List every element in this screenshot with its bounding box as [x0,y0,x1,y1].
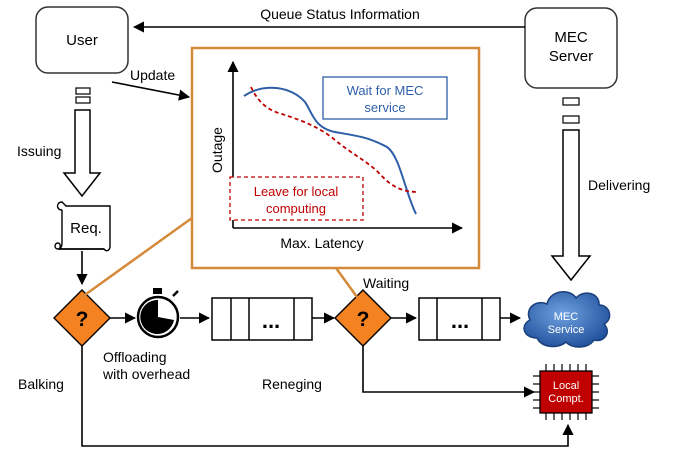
reneging-label: Reneging [262,376,322,392]
decision-1-mark: ? [76,308,89,331]
leave-annotation-1: Leave for local [254,184,339,199]
series-leave-line [250,86,419,193]
wait-annotation-box [322,76,448,120]
leave-annotation-box [229,176,364,221]
offloading-label-2: with overhead [102,366,190,382]
user-label: User [66,32,98,49]
decision-1: ? [53,289,111,347]
offloading-label-1: Offloading [103,349,167,365]
decision-2-mark: ? [357,308,370,331]
delivering-arrow [550,129,592,282]
queue-1-dots: ... [262,308,280,333]
issuing-label: Issuing [17,143,61,159]
reneging-arrow [362,346,536,398]
inset-connector-left [81,216,193,299]
local-compute-label-2: Compt. [548,393,583,405]
queue-2-dots: ... [451,308,469,333]
stopwatch-icon [136,288,180,339]
inset-chart: Max. Latency Outage Wait for MEC service… [190,46,481,270]
inset-y-label: Outage [209,127,225,173]
local-compute-chip: Local Compt. [533,364,599,420]
issuing-arrow [62,109,102,198]
inset-connector-right [334,267,359,298]
mec-service-label-2: Service [548,324,585,336]
balking-label: Balking [18,376,64,392]
waiting-label: Waiting [363,275,409,291]
queue-1: ... [211,297,313,341]
decision-2: ? [334,289,392,347]
queue-status-label: Queue Status Information [260,6,420,22]
local-compute-label-1: Local [553,380,579,392]
mec-server-label-1: MEC [554,29,588,46]
mec-service-cloud: MEC Service [523,291,611,348]
balking-arrow [81,346,574,447]
update-arrow [111,81,191,101]
request-label: Req. [70,220,102,237]
wait-annotation-2: service [364,100,405,115]
mec-service-label-1: MEC [554,311,579,323]
update-label: Update [130,67,175,83]
mec-server-node: MEC Server [524,7,618,124]
series-wait-line [243,86,417,215]
wait-annotation-1: Wait for MEC [347,83,424,98]
inset-x-label: Max. Latency [280,235,363,251]
user-node: User [35,6,129,104]
delivering-label: Delivering [588,177,650,193]
queue-2: ... [418,297,501,341]
leave-annotation-2: computing [266,201,326,216]
mec-server-label-2: Server [549,48,593,65]
request-node: Req. [54,201,111,252]
